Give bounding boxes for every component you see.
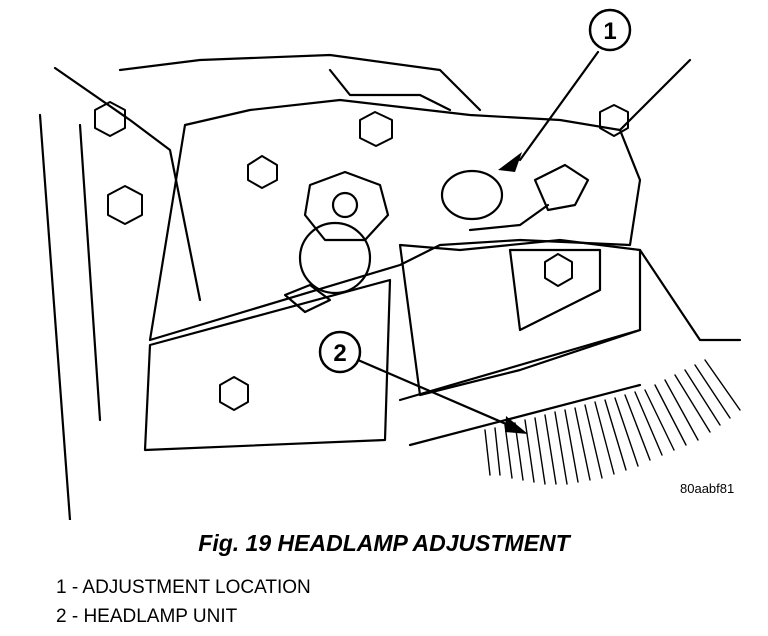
large-adjuster-nut: [303, 170, 390, 242]
wire-connector: [533, 163, 590, 212]
housing-bottom: [408, 383, 642, 447]
adjuster-center: [331, 191, 359, 219]
housing-frame: [508, 248, 602, 332]
top-bracket: [328, 68, 452, 112]
housing-body: [398, 238, 642, 397]
frame-left-edge: [38, 113, 72, 520]
retaining-clip: [283, 283, 332, 314]
top-panel: [118, 53, 482, 112]
lens-fins: [484, 359, 741, 485]
housing-edge: [398, 328, 642, 402]
callout-2-number: 2: [333, 340, 346, 367]
callout-1-arrowhead: [498, 152, 522, 172]
adjustment-hole: [440, 169, 504, 221]
figure-code: 80aabf81: [680, 481, 735, 496]
callout-2: 2: [318, 330, 362, 374]
callout-2-leader: [356, 358, 522, 432]
legend-item-adjustment-location: 1 - ADJUSTMENT LOCATION: [56, 577, 311, 598]
mounting-plate: [148, 98, 642, 342]
callout-1-number: 1: [603, 18, 616, 45]
adjuster-washer: [298, 221, 372, 295]
plate-lower: [143, 278, 392, 452]
callout-2-arrowhead: [505, 416, 528, 434]
bolt-group: [94, 101, 629, 411]
callout-1: 1: [588, 8, 632, 52]
legend: 1 - ADJUSTMENT LOCATION 2 - HEADLAMP UNI…: [56, 573, 311, 631]
callout-1-leader: [518, 50, 600, 162]
legend-item-headlamp-unit: 2 - HEADLAMP UNIT: [56, 606, 238, 627]
right-frame-strip: [618, 58, 692, 132]
wire: [468, 203, 550, 232]
frame-inner-edge: [78, 123, 102, 422]
upper-bracket: [53, 66, 202, 302]
right-frame-strip-2: [638, 248, 742, 342]
figure-caption: Fig. 19 HEADLAMP ADJUSTMENT: [198, 530, 570, 556]
headlamp-adjustment-illustration: 1 2: [38, 8, 742, 520]
